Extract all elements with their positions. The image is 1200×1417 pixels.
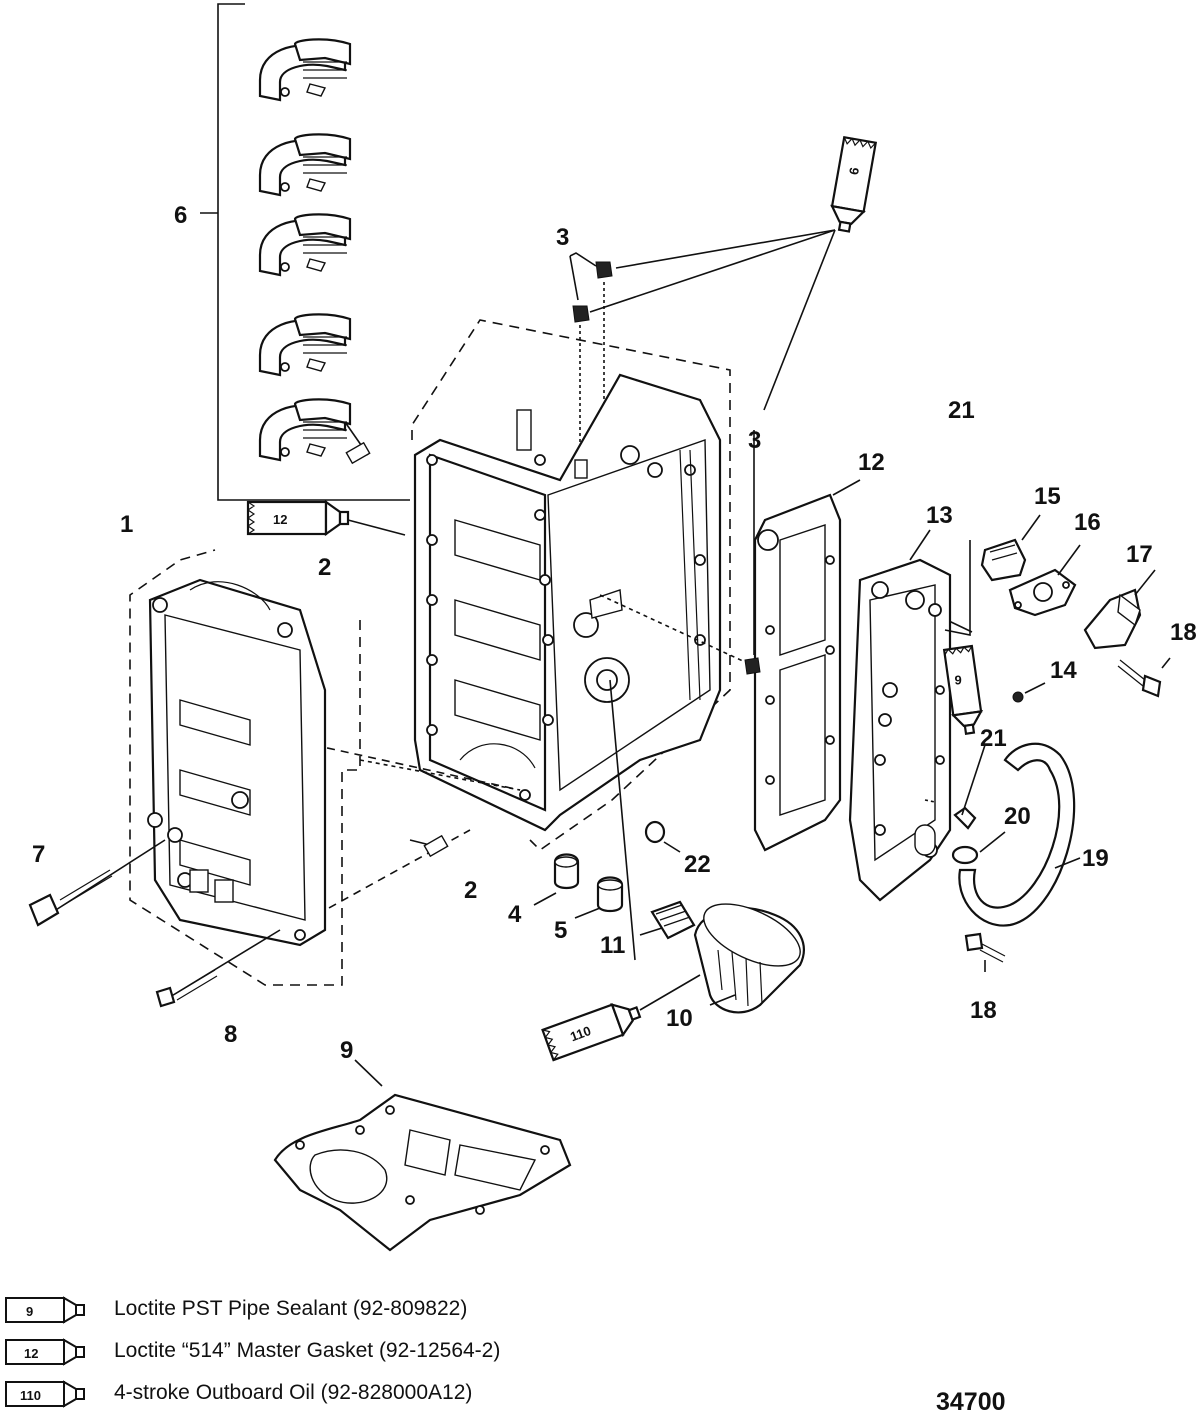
callout-2-lower: 2: [464, 877, 477, 904]
hose-fitting: [953, 744, 986, 830]
cap-4: [533, 853, 580, 906]
exhaust-gasket: [753, 479, 861, 852]
legend-item-9: 9 Loctite PST Pipe Sealant (92-809822): [4, 1292, 467, 1326]
thermostat-cover: [1083, 569, 1156, 650]
callout-18-lower: 18: [970, 997, 997, 1024]
exhaust-cover: [848, 529, 952, 902]
thermostat-gasket: [1008, 544, 1081, 617]
callout-3-right: 3: [748, 427, 761, 454]
callout-19: 19: [1082, 845, 1109, 872]
callout-2-upper: 2: [318, 554, 331, 581]
exploded-parts-diagram: 9: [28, 3, 1197, 1252]
callout-1: 1: [120, 511, 133, 538]
callout-11: 11: [600, 932, 625, 959]
legend-text-12: Loctite “514” Master Gasket (92-12564-2): [114, 1339, 501, 1362]
water-hose: [958, 742, 1081, 927]
base-gasket: [273, 1059, 572, 1252]
callout-7: 7: [32, 841, 45, 868]
sealant-tube-12: 12: [246, 499, 406, 537]
sealant-legend: 9 Loctite PST Pipe Sealant (92-809822) 1…: [0, 1288, 1200, 1417]
callout-5: 5: [554, 917, 567, 944]
oil-tube-leader: [639, 974, 701, 1011]
oil-filter: [693, 903, 805, 1014]
legend-item-110: 110 4-stroke Outboard Oil (92-828000A12): [4, 1376, 472, 1410]
legend-code-9: 9: [26, 1304, 33, 1319]
legend-text-9: Loctite PST Pipe Sealant (92-809822): [114, 1297, 468, 1320]
sealant-tube-9-top: 9: [830, 135, 878, 233]
hose-clamp: [951, 831, 1006, 865]
crankcase-cover: [129, 549, 361, 986]
figure-number: 34700: [936, 1388, 1006, 1416]
callout-13: 13: [926, 502, 953, 529]
sealant-tube-9-right: 9: [942, 644, 984, 735]
callout-17: 17: [1126, 541, 1153, 568]
tube-icon: 12: [4, 1338, 85, 1366]
dowel-pins: [345, 441, 449, 858]
tube-9-top-label: 9: [846, 166, 862, 176]
callout-3-top: 3: [556, 224, 569, 251]
bolt-18-lower: [964, 932, 1006, 972]
legend-item-12: 12 Loctite “514” Master Gasket (92-12564…: [4, 1334, 500, 1368]
tube-9-right-label: 9: [954, 673, 961, 688]
cylinder-block: [411, 319, 731, 852]
nut-14: [1012, 682, 1046, 703]
legend-code-110: 110: [20, 1388, 41, 1403]
callout-16: 16: [1074, 509, 1101, 536]
bearing-set-bracket: [200, 3, 410, 501]
callout-6: 6: [174, 202, 187, 229]
bolt-8: [155, 929, 281, 1008]
callout-22: 22: [684, 851, 711, 878]
tube-110-label: 110: [568, 1023, 593, 1044]
callout-20: 20: [1004, 803, 1031, 830]
callout-15: 15: [1034, 483, 1061, 510]
callout-18-upper: 18: [1170, 619, 1197, 646]
callout-9: 9: [340, 1037, 353, 1064]
bolt-7: [28, 839, 166, 927]
callout-12: 12: [858, 449, 885, 476]
oil-filter-leader: [609, 679, 636, 961]
pipe-plug-right: [744, 430, 761, 675]
callout-8: 8: [224, 1021, 237, 1048]
oil-tube-110: 110: [541, 1003, 642, 1062]
legend-text-110: 4-stroke Outboard Oil (92-828000A12): [114, 1381, 473, 1404]
callout-labels: 1 2 2 3 3 4 5 6 7 8 9 10 11 12 13 14 15 …: [32, 202, 1197, 1064]
tube-icon: 9: [4, 1296, 85, 1324]
filter-nipple: [639, 900, 696, 940]
thermostat: [944, 514, 1041, 636]
o-ring: [644, 820, 681, 853]
legend-code-12: 12: [24, 1346, 38, 1361]
callout-21-upper: 21: [948, 397, 975, 424]
tube-icon: 110: [4, 1380, 85, 1408]
tube-9-leaders: [589, 229, 836, 411]
callout-10: 10: [666, 1005, 693, 1032]
callout-14: 14: [1050, 657, 1077, 684]
tube-12-label: 12: [273, 512, 287, 527]
main-bearing-halves: [258, 38, 352, 462]
callout-4: 4: [508, 901, 522, 928]
callout-21-lower: 21: [980, 725, 1007, 752]
bolt-18-upper: [1117, 657, 1171, 698]
cap-5: [574, 876, 624, 919]
pipe-plugs-top: [569, 252, 613, 460]
